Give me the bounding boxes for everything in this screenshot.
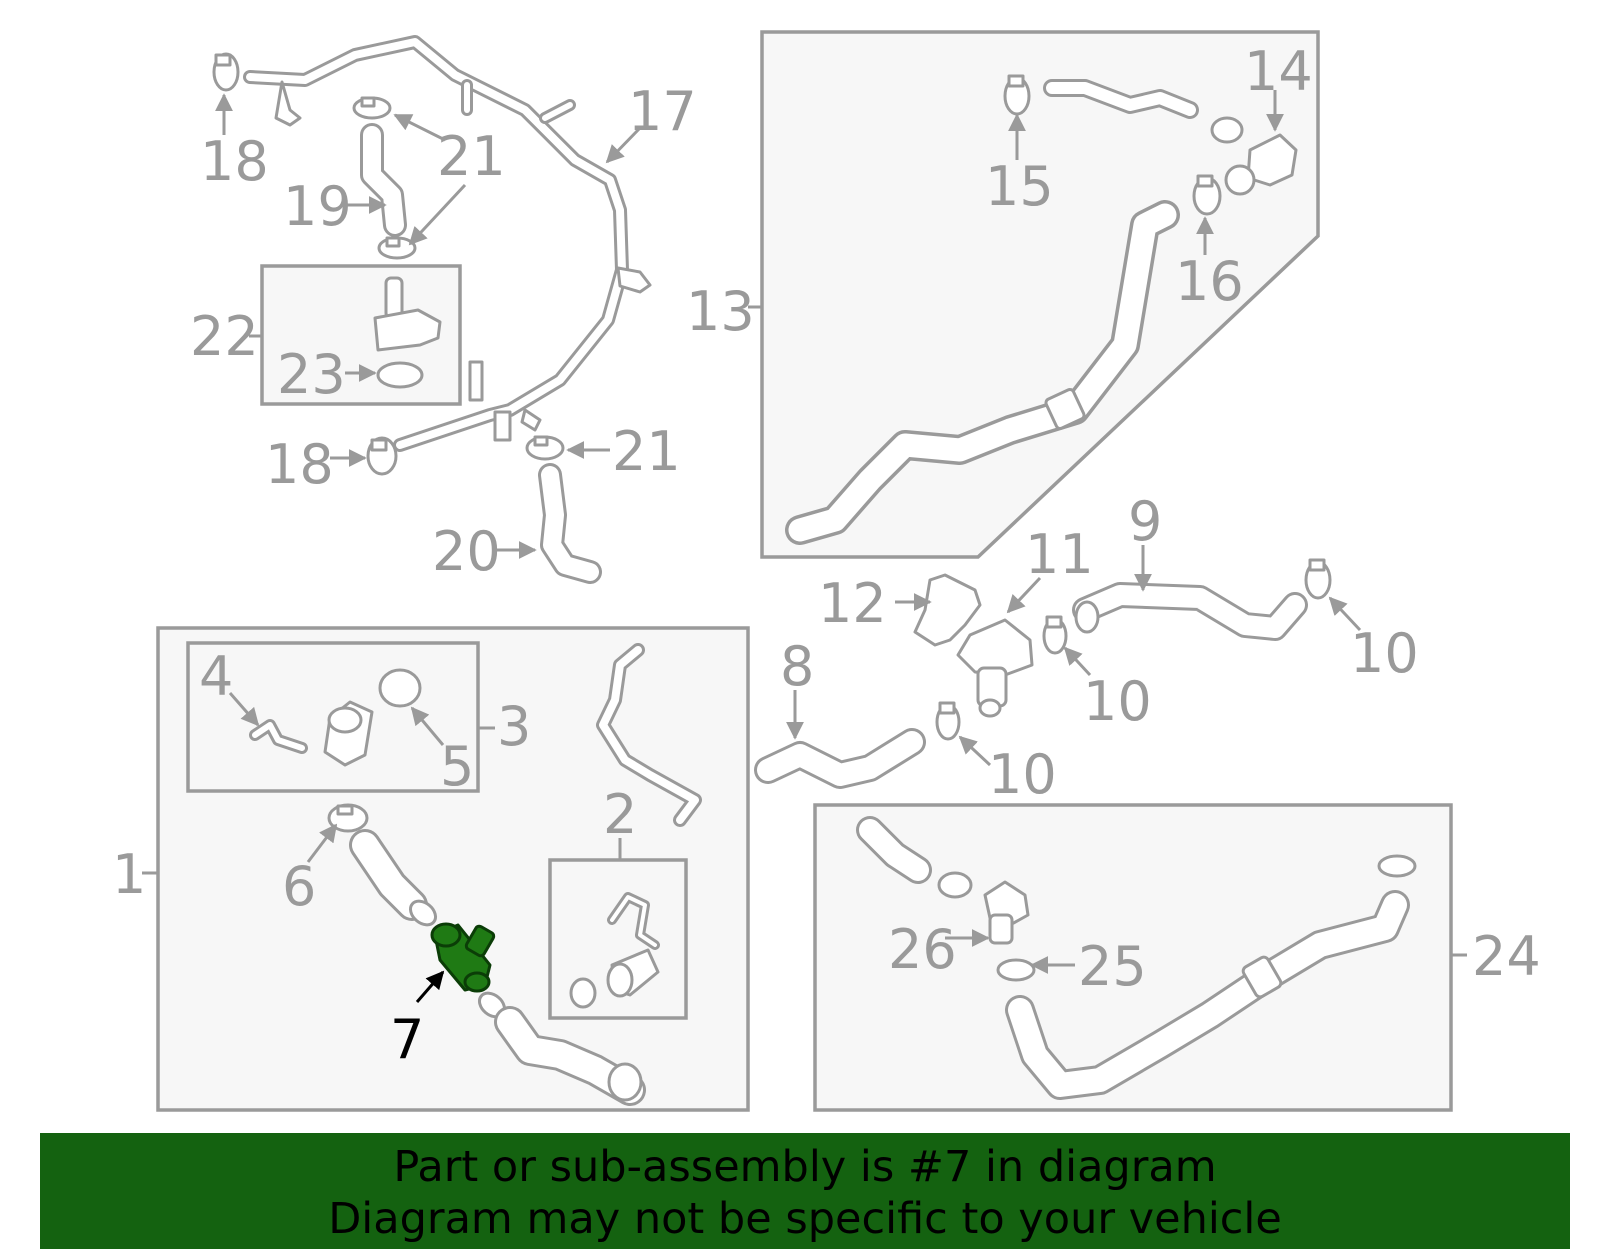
- banner-line-part: Part or sub-assembly is #7 in diagram: [393, 1142, 1217, 1192]
- callout-15: 15: [985, 155, 1054, 218]
- callout-21-bottom: 21: [612, 420, 681, 483]
- hose-9: [1072, 582, 1308, 641]
- pipe-assembly-1: [596, 643, 702, 827]
- callout-13: 13: [686, 280, 755, 343]
- fitting-22: [373, 276, 442, 352]
- callout-7: 7: [390, 1008, 424, 1071]
- clamp-21-top: [352, 96, 392, 120]
- callout-25: 25: [1078, 935, 1147, 998]
- clamp-18-bottom: [366, 436, 398, 476]
- callout-23: 23: [277, 343, 346, 406]
- clamp-15: [1003, 74, 1031, 116]
- clip-4: [249, 719, 308, 754]
- bracket-12: [913, 573, 982, 647]
- clamp-10-mid: [1042, 615, 1068, 655]
- banner-line-disclaimer: Diagram may not be specific to your vehi…: [328, 1194, 1282, 1244]
- connector-3: [323, 700, 374, 767]
- connector-14: [1210, 116, 1298, 196]
- callout-14: 14: [1244, 40, 1313, 103]
- callout-9: 9: [1128, 490, 1162, 553]
- callout-2: 2: [603, 783, 637, 846]
- callout-19: 19: [283, 175, 352, 238]
- callout-12: 12: [818, 572, 887, 635]
- part-7-highlighted: [430, 922, 496, 993]
- seal-23: [376, 361, 424, 389]
- clamp-10-lower: [935, 701, 961, 741]
- pipe-17: [243, 35, 652, 452]
- callout-24: 24: [1472, 925, 1541, 988]
- group-box-13: [760, 30, 1320, 559]
- assembly-24-parts: [856, 816, 1417, 1100]
- callout-5: 5: [440, 735, 474, 798]
- hose-lower-assembly-1: [494, 1006, 646, 1106]
- clamp-18-top: [212, 52, 240, 92]
- clamp-upper-assembly-1: [408, 899, 438, 927]
- callout-8: 8: [780, 635, 814, 698]
- hose-13-long: [785, 200, 1180, 545]
- callout-18-top: 18: [200, 130, 269, 193]
- seal-5: [378, 668, 422, 708]
- callout-10-lower: 10: [988, 743, 1057, 806]
- callout-6: 6: [282, 855, 316, 918]
- clamp-16: [1192, 174, 1222, 216]
- clamp-21-mid: [377, 236, 417, 260]
- callout-labels: 18 21 19 17 22 23 18 21 20 13 14 15 16 9…: [112, 40, 1541, 1071]
- housing-11: [956, 618, 1034, 718]
- hose-19: [360, 123, 407, 237]
- callout-22: 22: [190, 305, 259, 368]
- hose-8: [754, 728, 926, 789]
- callout-20: 20: [432, 520, 501, 583]
- callout-26: 26: [888, 918, 957, 981]
- info-banner: Part or sub-assembly is #7 in diagram Di…: [40, 1133, 1570, 1249]
- clamp-6: [327, 803, 369, 833]
- assembly-2-parts: [569, 892, 660, 1009]
- leader-lines: [142, 90, 1467, 1003]
- callout-10-mid: 10: [1083, 670, 1152, 733]
- callout-3: 3: [497, 695, 531, 758]
- hose-15-small: [1043, 79, 1199, 119]
- hose-20: [538, 463, 602, 584]
- callout-16: 16: [1175, 250, 1244, 313]
- callout-4: 4: [199, 645, 233, 708]
- callout-10-right: 10: [1350, 622, 1419, 685]
- callout-18-bottom: 18: [265, 433, 334, 496]
- hose-upper-assembly-1: [349, 829, 428, 921]
- callout-11: 11: [1025, 523, 1094, 586]
- callout-21-top: 21: [437, 125, 506, 188]
- clamp-10-right: [1304, 558, 1332, 600]
- clamp-21-bottom: [525, 435, 565, 461]
- callout-17: 17: [628, 80, 697, 143]
- callout-1: 1: [112, 843, 146, 906]
